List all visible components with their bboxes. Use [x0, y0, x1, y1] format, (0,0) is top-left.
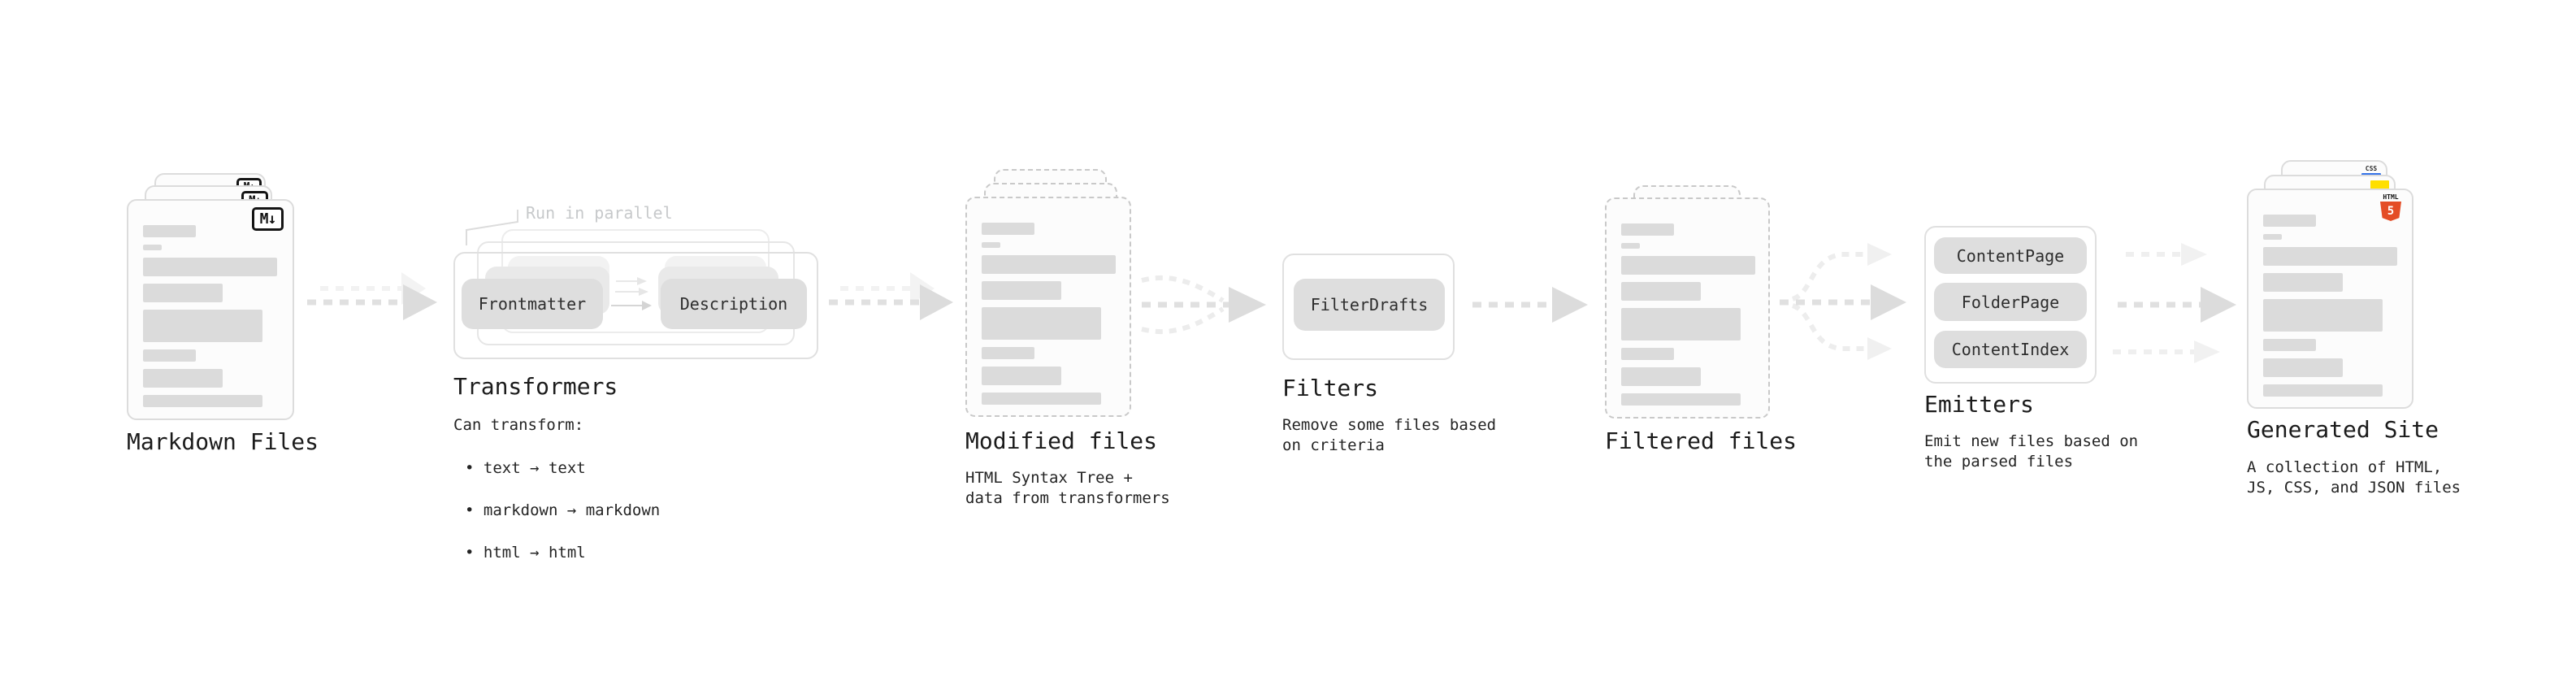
- flow-arrow-emitters-to-generated: [2113, 243, 2236, 363]
- modified-file-card: [965, 197, 1131, 417]
- flow-arrow-filtered-to-emitters: [1780, 243, 1906, 360]
- content-bar: [1621, 282, 1701, 301]
- stage-title-modified-files: Modified files: [965, 427, 1158, 454]
- pill-label: Frontmatter: [478, 294, 587, 314]
- capability-item: • text → text: [465, 459, 586, 477]
- pill-label: FolderPage: [1961, 292, 2060, 312]
- content-bar: [1621, 367, 1701, 386]
- generated-site-caption: A collection of HTML, JS, CSS, and JSON …: [2247, 458, 2461, 497]
- html5-icon-number: 5: [2387, 205, 2395, 218]
- parallel-run-arrows: [611, 277, 652, 310]
- content-bar: [2263, 299, 2383, 332]
- transformer-layer-front: [453, 252, 818, 359]
- content-bar: [1621, 393, 1741, 406]
- transformers-capabilities-list: • text → text • markdown → markdown • ht…: [465, 436, 660, 584]
- content-bar: [982, 307, 1101, 340]
- filter-pill-filterdrafts: FilterDrafts: [1294, 279, 1445, 331]
- content-bar: [982, 242, 1000, 248]
- js-icon: [2370, 180, 2389, 190]
- content-bar: [143, 258, 277, 276]
- stage-title-filters: Filters: [1282, 375, 1379, 401]
- content-bar: [2263, 384, 2383, 397]
- transformer-pill-description: Description: [661, 279, 807, 329]
- content-bar: [143, 284, 223, 302]
- file-content-placeholder: [1621, 223, 1755, 406]
- pill-label: FilterDrafts: [1310, 295, 1429, 314]
- content-bar: [2263, 339, 2316, 351]
- emitter-pill-contentpage: ContentPage: [1934, 237, 2087, 274]
- pill-label: Description: [679, 294, 788, 314]
- emitter-pill-contentindex: ContentIndex: [1934, 331, 2087, 368]
- flow-arrow-filters-to-filtered: [1472, 287, 1588, 323]
- content-bar: [2263, 247, 2397, 266]
- content-bar: [982, 347, 1034, 359]
- flow-arrow-modified-to-filters: [1141, 275, 1266, 335]
- transformers-caption-heading: Can transform:: [453, 416, 584, 434]
- stage-title-transformers: Transformers: [453, 373, 618, 400]
- filters-box: [1282, 254, 1455, 360]
- content-bar: [143, 349, 196, 362]
- stage-title-emitters: Emitters: [1924, 391, 2034, 418]
- file-content-placeholder: [143, 225, 277, 407]
- emitters-caption: Emit new files based on the parsed files: [1924, 432, 2139, 471]
- flow-arrow-transformers-to-modified: [829, 272, 953, 320]
- stage-title-markdown-files: Markdown Files: [127, 428, 319, 455]
- file-content-placeholder: [982, 223, 1116, 405]
- content-bar: [143, 395, 262, 407]
- html5-icon-shield: 5: [2380, 202, 2401, 221]
- content-bar: [1621, 348, 1674, 360]
- content-bar: [143, 245, 162, 250]
- content-bar: [143, 225, 196, 237]
- file-content-placeholder: [2263, 215, 2397, 397]
- capability-item: • markdown → markdown: [465, 501, 661, 519]
- content-bar: [143, 310, 262, 342]
- markdown-file-card: M↓: [127, 199, 294, 420]
- content-bar: [2263, 234, 2282, 240]
- markdown-icon-label: M↓: [259, 210, 277, 228]
- emitter-pill-folderpage: FolderPage: [1934, 283, 2087, 321]
- content-bar: [2263, 358, 2343, 377]
- content-bar: [982, 367, 1061, 385]
- generated-file-card-html: HTML 5: [2247, 189, 2413, 409]
- stage-title-filtered-files: Filtered files: [1605, 427, 1798, 454]
- transformer-pill-frontmatter: Frontmatter: [462, 279, 603, 329]
- content-bar: [2263, 273, 2343, 292]
- content-bar: [1621, 256, 1755, 275]
- markdown-icon: M↓: [252, 207, 284, 231]
- filtered-file-card: [1605, 197, 1770, 419]
- run-in-parallel-note: Run in parallel: [526, 203, 673, 223]
- content-bar: [1621, 223, 1674, 236]
- note-leader-line: [466, 210, 518, 245]
- stage-title-generated-site: Generated Site: [2247, 416, 2439, 443]
- pill-label: ContentPage: [1956, 245, 2065, 266]
- emitters-box: [1924, 226, 2097, 384]
- capability-item: • html → html: [465, 544, 586, 562]
- content-bar: [143, 369, 223, 388]
- content-bar: [982, 255, 1116, 274]
- flow-arrow-markdown-to-transformers: [307, 272, 437, 320]
- content-bar: [1621, 308, 1741, 340]
- content-bar: [982, 393, 1101, 405]
- content-bar: [982, 223, 1034, 235]
- filters-caption: Remove some files based on criteria: [1282, 416, 1497, 454]
- css-icon-label: CSS: [2365, 165, 2378, 172]
- pill-label: ContentIndex: [1951, 340, 2070, 359]
- html5-icon: HTML 5: [2379, 193, 2402, 221]
- content-bar: [982, 281, 1061, 300]
- content-bar: [1621, 243, 1640, 249]
- html5-icon-label: HTML: [2383, 193, 2399, 201]
- modified-files-caption: HTML Syntax Tree + data from transformer…: [965, 469, 1170, 507]
- content-bar: [2263, 215, 2316, 227]
